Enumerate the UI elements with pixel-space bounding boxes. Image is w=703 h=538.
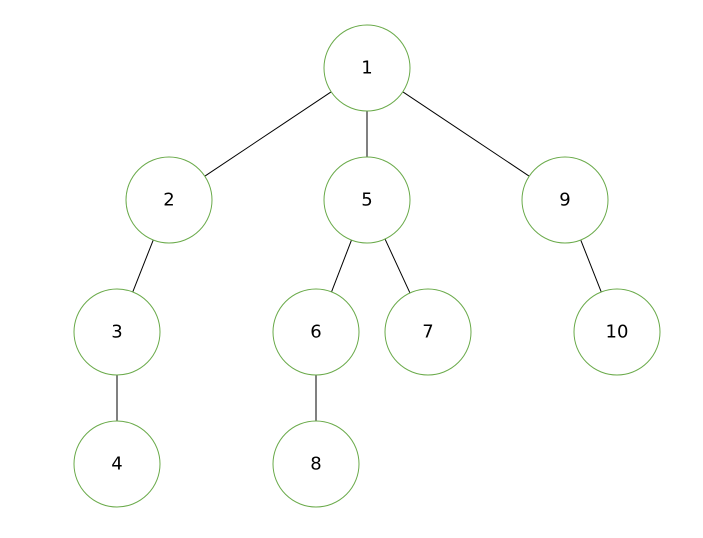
edge-n9-n10: [580, 239, 602, 293]
tree-node-5: 5: [323, 156, 411, 244]
node-circle: [272, 420, 360, 508]
edges-layer: [116, 91, 602, 421]
node-label: 6: [310, 322, 321, 343]
node-circle: [573, 288, 661, 376]
node-label: 4: [111, 454, 122, 475]
tree-node-4: 4: [73, 420, 161, 508]
node-circle: [384, 288, 472, 376]
node-circle: [272, 288, 360, 376]
tree-node-9: 9: [521, 156, 609, 244]
tree-node-8: 8: [272, 420, 360, 508]
tree-node-6: 6: [272, 288, 360, 376]
node-circle: [73, 288, 161, 376]
node-label: 3: [111, 322, 122, 343]
node-label: 8: [310, 454, 321, 475]
tree-node-3: 3: [73, 288, 161, 376]
nodes-layer: 1 2 5 9 3 6 7 10 4 8: [73, 24, 661, 508]
node-circle: [521, 156, 609, 244]
node-label: 10: [606, 322, 629, 343]
edge-n5-n6: [331, 239, 352, 293]
node-label: 1: [361, 58, 372, 79]
node-circle: [125, 156, 213, 244]
node-label: 5: [361, 190, 372, 211]
edge-n1-n2: [204, 91, 332, 177]
tree-node-2: 2: [125, 156, 213, 244]
node-label: 9: [559, 190, 570, 211]
node-circle: [323, 24, 411, 112]
node-circle: [73, 420, 161, 508]
node-label: 7: [422, 322, 433, 343]
tree-node-1: 1: [323, 24, 411, 112]
tree-node-10: 10: [573, 288, 661, 376]
tree-node-7: 7: [384, 288, 472, 376]
node-label: 2: [163, 190, 174, 211]
edge-n2-n3: [132, 239, 154, 293]
edge-n5-n7: [384, 238, 411, 294]
node-circle: [323, 156, 411, 244]
edge-n1-n9: [402, 91, 530, 177]
